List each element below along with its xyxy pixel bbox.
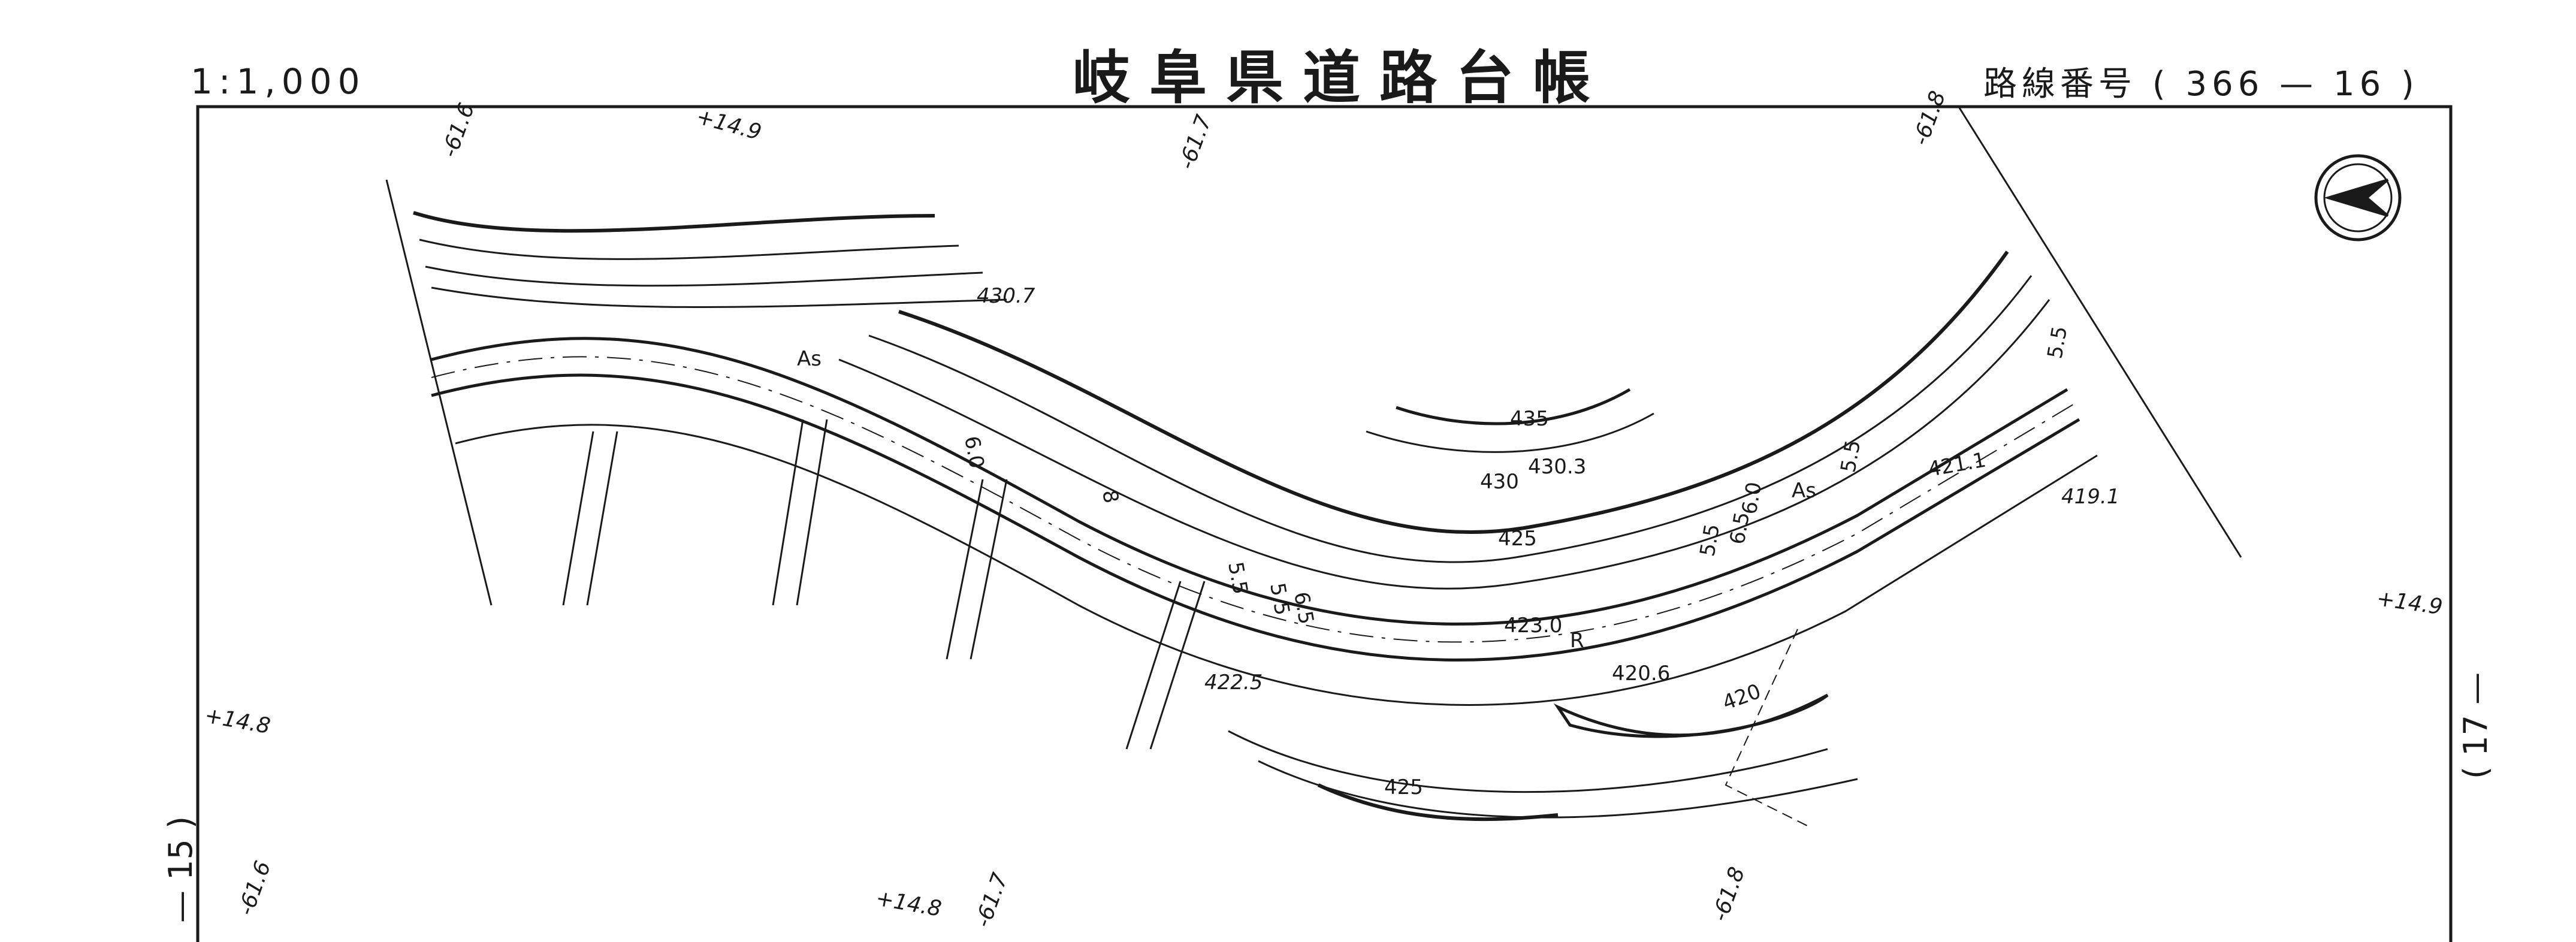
river-mark: R [1570, 629, 1584, 653]
width-label: 6.5 [1289, 590, 1318, 626]
grid-label: -61.8 [1908, 88, 1950, 149]
elevation-label: 419.1 [2061, 485, 2119, 509]
grid-label: +14.9 [694, 104, 764, 145]
elevation-label: 423.0 [1504, 614, 1562, 638]
elevation-label: 435 [1510, 407, 1549, 431]
route-number: 路線番号 ( 366 — 16 ) [1983, 57, 2419, 105]
contour-line [1228, 730, 1828, 793]
grid-label: +14.8 [874, 886, 943, 922]
width-label: 5.5 [1695, 522, 1725, 558]
elevation-label: 430 [1480, 470, 1519, 494]
grid-label: -61.7 [1174, 111, 1216, 173]
side-road [946, 479, 1008, 660]
contour-line [1258, 760, 1858, 819]
elevation-label: 420 [1719, 680, 1764, 715]
leader-line [1725, 629, 1810, 828]
side-road [772, 419, 828, 606]
river-channel [1553, 693, 1829, 738]
contour-line [838, 299, 2050, 590]
width-label: 8 [1097, 488, 1123, 505]
road-surface-label: As [1792, 479, 1816, 503]
elevation-label: 422.5 [1204, 671, 1263, 695]
route-number-value: ( 366 — 16 ) [2152, 65, 2419, 104]
north-arrow-icon [2314, 154, 2402, 241]
route-number-label: 路線番号 [1983, 65, 2137, 104]
page-title: 岐阜県道路台帳 [1073, 44, 1609, 111]
road-edge [455, 424, 2098, 706]
grid-label: +14.9 [2375, 586, 2444, 620]
contour-line [413, 211, 935, 233]
width-label: 5.5 [1265, 581, 1294, 617]
adjacent-sheet-right: ( 17 — [2457, 672, 2495, 779]
elevation-label: 420.6 [1612, 662, 1670, 686]
elevation-label: 430.7 [977, 284, 1035, 308]
contour-line [431, 286, 1007, 308]
side-road [562, 431, 618, 606]
elevation-label: 421.1 [1926, 448, 1988, 482]
road-surface-label: As [797, 347, 822, 371]
width-label: 5.5 [1223, 560, 1252, 596]
grid-label: -61.7 [971, 869, 1013, 931]
elevation-label: 425 [1498, 527, 1537, 551]
side-road [1125, 581, 1206, 750]
road-edge [431, 373, 2080, 662]
map-frame [196, 105, 2453, 942]
width-label: 5.5 [2043, 324, 2072, 360]
contour-line [419, 238, 959, 260]
grid-label: -61.8 [1708, 864, 1750, 925]
width-label: 6.0 [959, 434, 989, 470]
adjacent-sheet-left: — 15 ) [162, 816, 200, 923]
contour-line [1396, 388, 1631, 425]
width-label: 5.5 [1836, 438, 1865, 474]
contour-line [425, 265, 983, 287]
contour-line [1317, 783, 1559, 822]
grid-label: +14.8 [203, 703, 272, 739]
slope-line [1958, 107, 2242, 558]
road-centerline [431, 356, 2074, 643]
road-edge [431, 337, 2068, 626]
elevation-label: 425 [1384, 775, 1423, 799]
map-scale: 1:1,000 [191, 61, 366, 102]
grid-label: -61.6 [234, 858, 276, 919]
width-label: 6.0 [1737, 480, 1766, 516]
grid-label: -61.6 [437, 100, 479, 161]
contour-line [898, 250, 2009, 535]
width-label: 6.5 [1725, 510, 1754, 546]
elevation-label: 430.3 [1528, 455, 1586, 479]
contour-line [868, 275, 2033, 563]
contour-line [1366, 412, 1654, 453]
